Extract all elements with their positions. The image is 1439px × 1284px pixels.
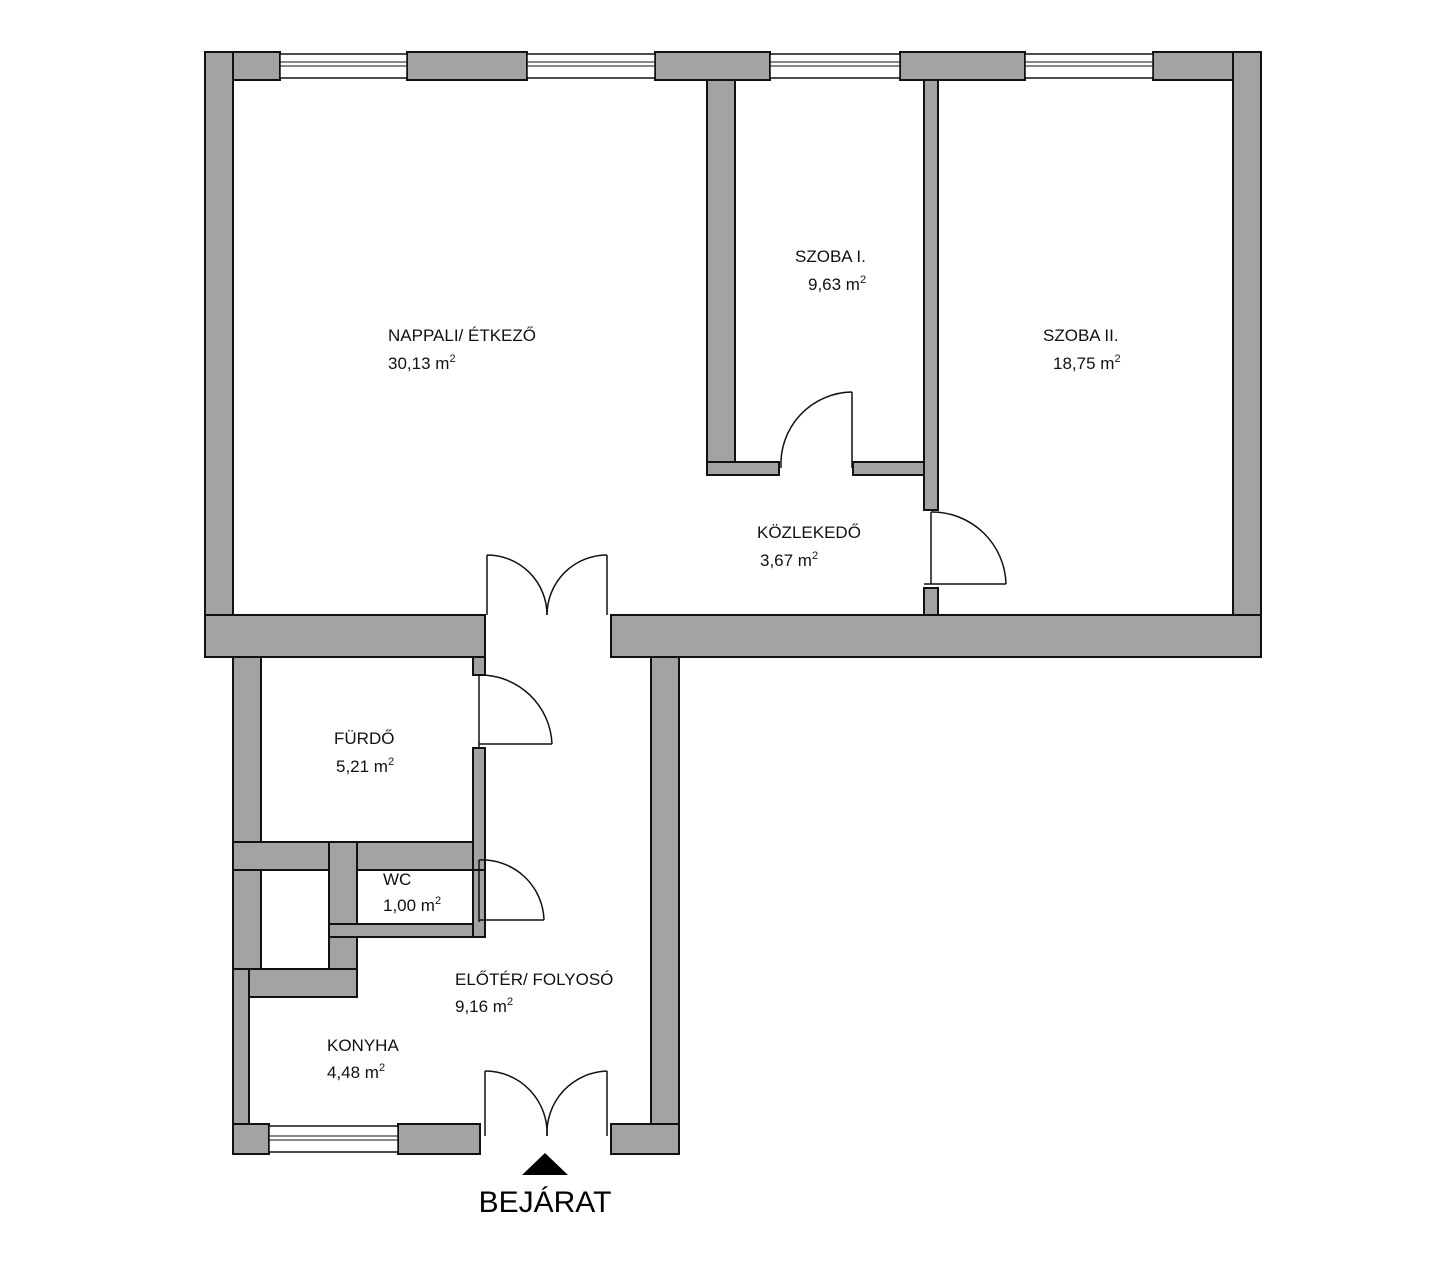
- wall-konyha-top: [232, 968, 358, 998]
- wall-furdo-right-top: [472, 656, 486, 676]
- room-area-szoba2: 18,75 m2: [1053, 353, 1121, 373]
- room-area-konyha: 4,48 m2: [327, 1062, 385, 1082]
- windows: [268, 53, 1154, 1153]
- room-area-nappali: 30,13 m2: [388, 353, 456, 373]
- room-name-eloter: ELŐTÉR/ FOLYOSÓ: [455, 970, 613, 989]
- entrance-arrow-icon: [522, 1153, 568, 1175]
- wall-wc-bottom: [328, 923, 486, 938]
- doors: [478, 391, 1007, 1137]
- door-furdo: [478, 674, 553, 748]
- room-name-kozlekedo: KÖZLEKEDŐ: [757, 523, 861, 542]
- wall-mid-right: [610, 614, 1262, 658]
- door-wc: [478, 859, 545, 922]
- room-area-eloter: 9,16 m2: [455, 996, 513, 1016]
- wall-bottom-3: [610, 1123, 680, 1155]
- room-area-kozlekedo: 3,67 m2: [760, 550, 818, 570]
- wall-furdo-right-bottom: [472, 747, 486, 871]
- room-name-nappali: NAPPALI/ ÉTKEZŐ: [388, 326, 536, 345]
- room-name-szoba2: SZOBA II.: [1043, 326, 1119, 345]
- door-szoba1: [780, 391, 853, 469]
- wall-wc-left: [328, 841, 358, 970]
- wall-mid-left: [204, 614, 486, 658]
- wall-furdo-bottom: [232, 841, 486, 871]
- wall-bottom-2: [397, 1123, 481, 1155]
- wall-szoba1-bottom-left: [706, 461, 780, 476]
- room-name-furdo: FÜRDŐ: [334, 729, 394, 748]
- wall-corridor-right: [650, 656, 680, 1155]
- wall-szoba1-left: [706, 79, 736, 476]
- room-area-szoba1: 9,63 m2: [808, 274, 866, 294]
- wall-szoba-partition-low: [923, 587, 939, 616]
- window-nappali-1: [279, 53, 408, 79]
- window-szoba1: [769, 53, 901, 79]
- wall-top-2: [406, 51, 528, 81]
- room-name-wc: WC: [383, 870, 411, 889]
- window-konyha: [268, 1125, 399, 1153]
- walls: [204, 51, 1262, 1155]
- wall-furdo-left: [232, 656, 262, 970]
- wall-top-3: [654, 51, 771, 81]
- wall-right: [1232, 51, 1262, 658]
- window-nappali-2: [526, 53, 656, 79]
- door-szoba2: [924, 511, 1007, 585]
- door-entrance-double: [484, 1070, 608, 1137]
- wall-left-upper: [204, 51, 234, 658]
- window-szoba2: [1024, 53, 1154, 79]
- room-area-wc: 1,00 m2: [383, 895, 441, 915]
- room-name-szoba1: SZOBA I.: [795, 247, 866, 266]
- wall-top-4: [899, 51, 1026, 81]
- door-nappali-double: [486, 554, 608, 616]
- wall-szoba-partition: [923, 79, 939, 511]
- room-area-furdo: 5,21 m2: [336, 756, 394, 776]
- room-labels: NAPPALI/ ÉTKEZŐ 30,13 m2 SZOBA I. 9,63 m…: [327, 247, 1121, 1082]
- wall-bottom-1: [232, 1123, 270, 1155]
- entrance-label: BEJÁRAT: [479, 1186, 612, 1219]
- room-name-konyha: KONYHA: [327, 1036, 399, 1055]
